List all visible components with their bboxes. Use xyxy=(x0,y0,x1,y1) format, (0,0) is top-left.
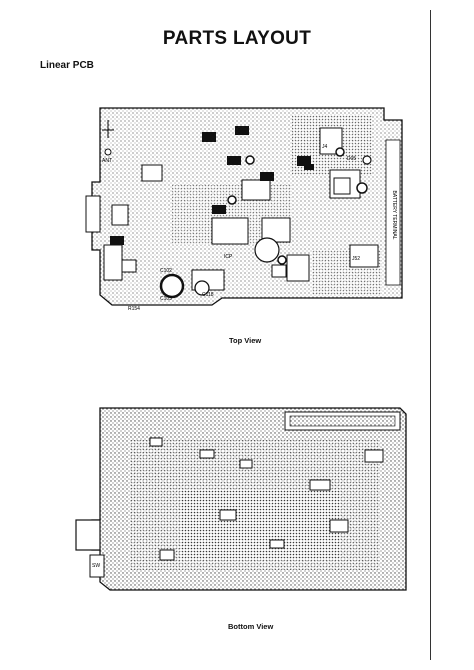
d05-label: D05 xyxy=(347,156,356,162)
page-title: PARTS LAYOUT xyxy=(162,28,312,49)
icp-label: ICP xyxy=(224,254,233,260)
battery-terminal-label: BATTERY TERMINAL xyxy=(391,190,397,239)
ant-label: ANT xyxy=(102,158,112,164)
pcb-bottom-view-drawing: SW xyxy=(75,407,407,591)
c118-label: C118 xyxy=(202,292,214,298)
page-right-rule xyxy=(430,10,431,660)
c103-label: C103 xyxy=(160,296,172,302)
section-subtitle: Linear PCB xyxy=(40,60,94,71)
c102-label: C102 xyxy=(160,268,172,274)
bottom-view-caption: Bottom View xyxy=(228,622,274,631)
top-view-caption: Top View xyxy=(229,336,262,345)
j52-label: J52 xyxy=(352,256,360,262)
pcb-top-view-drawing: BATTERY TERMINAL ANT R154 C102 C103 J4 D… xyxy=(85,107,403,312)
j4-label: J4 xyxy=(322,144,328,150)
r154-label: R154 xyxy=(128,306,140,312)
sw-label: SW xyxy=(92,563,100,569)
